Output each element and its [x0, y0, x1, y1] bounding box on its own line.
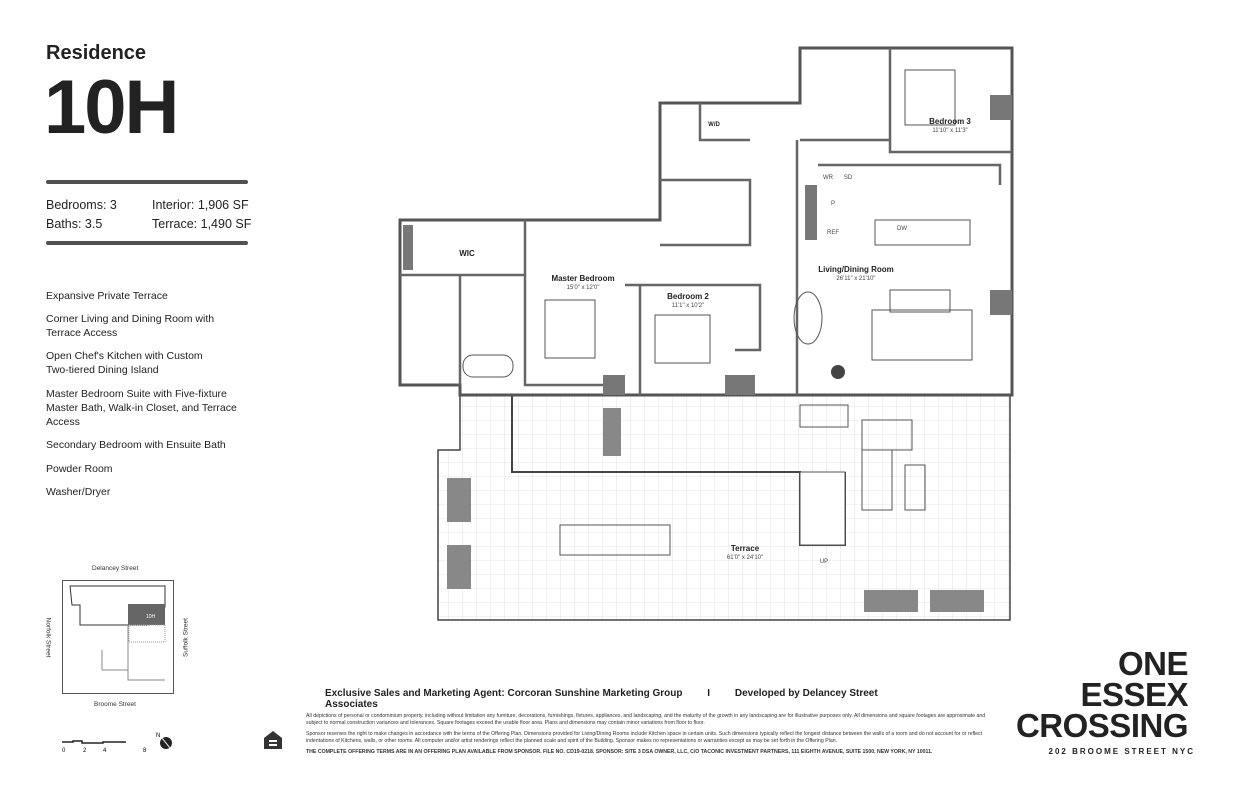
offering-terms: THE COMPLETE OFFERING TERMS ARE IN AN OF… [306, 749, 933, 755]
wic-label: WIC [459, 249, 475, 258]
svg-text:P: P [831, 201, 835, 207]
street-label-north: Delancey Street [92, 565, 139, 572]
svg-text:SD: SD [844, 175, 853, 181]
feature-item: Secondary Bedroom with Ensuite Bath [46, 439, 226, 451]
residence-label: Residence [46, 42, 147, 64]
unit-number: 10H [44, 65, 179, 150]
key-plan: 10H [62, 580, 174, 694]
bedroom-3-dims: 11'10" x 11'3" [932, 128, 967, 134]
terrace-area [437, 394, 1011, 621]
equal-housing-opportunity-icon [262, 729, 284, 751]
feature-item: Master Bedroom Suite with Five-fixture M… [46, 388, 237, 428]
svg-text:4: 4 [103, 748, 107, 754]
living-room-label: Living/Dining Room [818, 265, 894, 274]
terrace-label: Terrace [731, 544, 760, 553]
svg-text:0: 0 [62, 748, 66, 754]
terrace-dims: 61'0" x 24'10" [727, 555, 763, 561]
floor-plan: WIC W/D Master Bedroom 15'0" x 12'0" Bed… [398, 46, 1014, 621]
living-room-dims: 26'11" x 21'10" [836, 276, 875, 282]
svg-text:N: N [156, 733, 160, 739]
unit-highlight [128, 604, 165, 625]
feature-item: Open Chef's Kitchen with Custom Two-tier… [46, 350, 203, 376]
separator: I [707, 688, 711, 699]
svg-text:2: 2 [83, 748, 87, 754]
disclaimer: Sponsor reserves the right to make chang… [306, 731, 983, 744]
feature-item: Expansive Private Terrace [46, 290, 168, 302]
svg-text:DW: DW [897, 226, 907, 232]
sales-agent: Exclusive Sales and Marketing Agent: Cor… [325, 688, 683, 699]
scale-bar: 0 2 4 8 N [62, 733, 172, 754]
master-bedroom-label: Master Bedroom [551, 274, 614, 283]
street-label-south: Broome Street [94, 701, 136, 708]
feature-item: Powder Room [46, 463, 113, 475]
sales-agent-line: Exclusive Sales and Marketing Agent: Cor… [325, 688, 925, 710]
stair [799, 471, 846, 546]
svg-text:REF: REF [827, 230, 839, 236]
divider [46, 180, 248, 184]
wd-label: W/D [708, 122, 720, 128]
feature-item: Corner Living and Dining Room with Terra… [46, 313, 215, 339]
baths-spec: Baths: 3.5 [46, 217, 103, 231]
bedrooms-spec: Bedrooms: 3 [46, 198, 117, 212]
brand-address: 202 BROOME STREET NYC [1048, 747, 1195, 756]
terrace-spec: Terrace: 1,490 SF [152, 217, 252, 231]
unit-marker: 10H [146, 614, 156, 620]
svg-text:WR: WR [823, 175, 834, 181]
bedroom-3-label: Bedroom 3 [929, 117, 971, 126]
master-bedroom-dims: 15'0" x 12'0" [567, 285, 600, 291]
disclaimer: All depictions of personal or condominiu… [306, 713, 986, 726]
divider [46, 241, 248, 245]
interior-outline [398, 46, 1014, 397]
bedroom-2-dims: 11'1" x 10'2" [672, 303, 704, 309]
interior-spec: Interior: 1,906 SF [152, 198, 249, 212]
svg-text:8: 8 [143, 748, 147, 754]
svg-text:UP: UP [820, 559, 828, 565]
bedroom-2-label: Bedroom 2 [667, 292, 709, 301]
feature-item: Washer/Dryer [46, 486, 111, 498]
developer: Developed by Delancey Street Associates [325, 688, 878, 710]
